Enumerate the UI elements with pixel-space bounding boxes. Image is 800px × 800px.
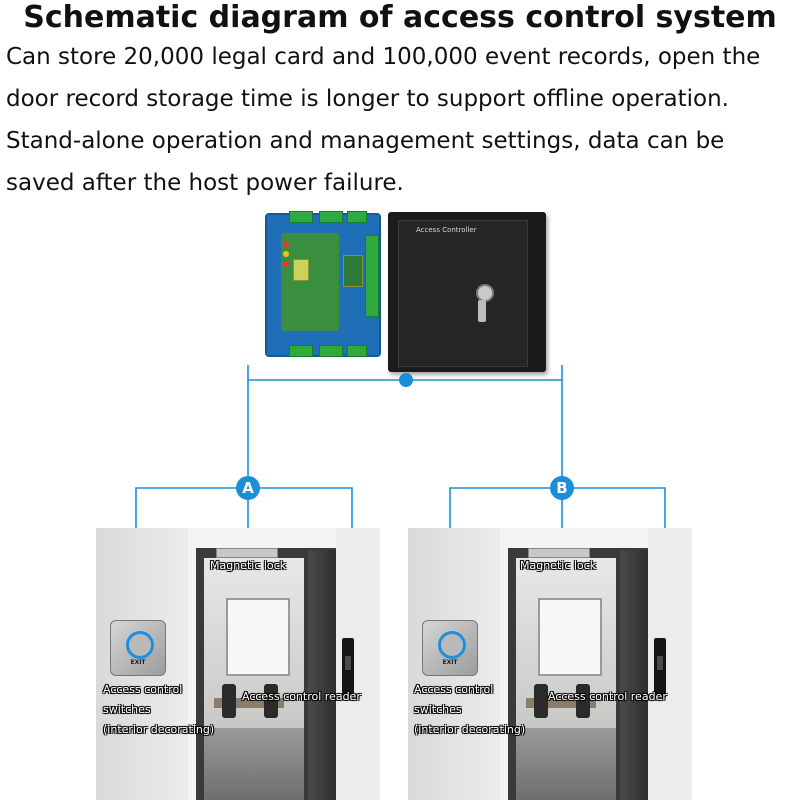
exit-switch: EXIT — [110, 620, 166, 676]
glass-door — [620, 550, 648, 800]
terminal-block — [319, 345, 343, 357]
magnetic-lock-label: Magnetic lock — [520, 559, 597, 572]
terminal-block — [347, 211, 367, 223]
chair — [222, 684, 236, 718]
exit-text: EXIT — [442, 659, 458, 666]
controller-board — [265, 211, 381, 357]
controller-box: Access Controller — [388, 212, 546, 372]
floor — [204, 728, 304, 800]
chair — [534, 684, 548, 718]
room-window — [226, 598, 290, 676]
magnetic-lock — [528, 548, 590, 558]
magnetic-lock-label: Magnetic lock — [210, 559, 287, 572]
terminal-block — [347, 345, 367, 357]
reader-label: Access control reader — [242, 690, 361, 703]
chair — [576, 684, 590, 718]
pcb-area — [281, 233, 339, 331]
marker-b: B — [550, 476, 574, 500]
table — [526, 698, 596, 708]
description-line: Can store 20,000 legal card and 100,000 … — [6, 44, 761, 70]
junction-dot — [399, 373, 413, 387]
floor — [516, 728, 616, 800]
card-reader — [654, 638, 666, 698]
reader-window — [345, 656, 351, 670]
diagram-title: Schematic diagram of access control syst… — [23, 0, 777, 35]
terminal-block — [289, 211, 313, 223]
relay — [343, 255, 363, 287]
exit-switch: EXIT — [422, 620, 478, 676]
chair — [264, 684, 278, 718]
controller-box-face — [398, 220, 528, 367]
led-indicator — [283, 261, 289, 267]
led-indicator — [283, 241, 289, 247]
reader-window — [657, 656, 663, 670]
description-line: saved after the host power failure. — [6, 170, 404, 196]
switch-label: switches — [414, 703, 462, 716]
switch-label: Access control — [103, 683, 183, 696]
magnetic-lock — [216, 548, 278, 558]
description-line: door record storage time is longer to su… — [6, 86, 729, 112]
terminal-block — [365, 235, 379, 317]
marker-a: A — [236, 476, 260, 500]
room-window — [538, 598, 602, 676]
glass-door — [308, 550, 336, 800]
switch-label: switches — [103, 703, 151, 716]
switch-label: (interior decorating) — [414, 723, 526, 736]
card-reader — [342, 638, 354, 698]
controller-box-label: Access Controller — [416, 226, 477, 234]
table — [214, 698, 284, 708]
led-indicator — [283, 251, 289, 257]
description-line: Stand-alone operation and management set… — [6, 128, 725, 154]
door-scene-a: EXIT — [96, 528, 380, 800]
terminal-block — [319, 211, 343, 223]
key-icon — [478, 300, 486, 322]
relay — [293, 259, 309, 281]
touch-sensor-icon — [126, 631, 154, 659]
description: Can store 20,000 legal card and 100,000 … — [6, 36, 798, 204]
terminal-block — [289, 345, 313, 357]
switch-label: Access control — [414, 683, 494, 696]
touch-sensor-icon — [438, 631, 466, 659]
exit-text: EXIT — [130, 659, 146, 666]
reader-label: Access control reader — [548, 690, 667, 703]
door-scene-b: EXIT — [408, 528, 692, 800]
switch-label: (interior decorating) — [103, 723, 215, 736]
